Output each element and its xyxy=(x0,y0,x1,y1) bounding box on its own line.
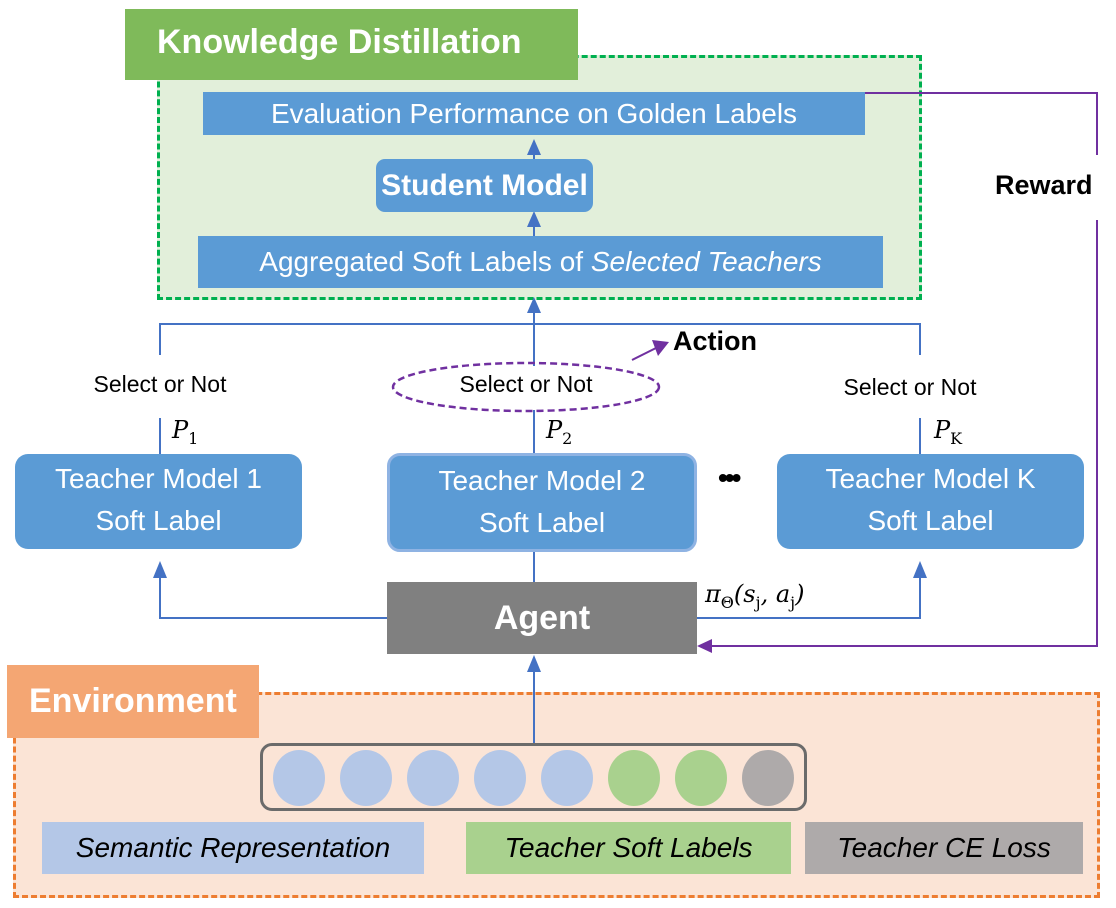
prob-base: P xyxy=(546,416,563,444)
arrowhead xyxy=(527,297,541,313)
state-dot-semantic xyxy=(273,750,325,806)
teacher-line2: Soft Label xyxy=(478,507,606,538)
prob-base: P xyxy=(934,416,951,444)
arrowhead xyxy=(527,655,541,672)
state-dot-ce-loss xyxy=(742,750,794,806)
select-or-not-1: Select or Not xyxy=(60,371,260,398)
prob-sub: 1 xyxy=(188,428,199,448)
state-vector-capsule xyxy=(260,743,807,811)
policy-theta: Θ xyxy=(720,592,734,612)
policy-close: ) xyxy=(795,580,805,608)
legend-teacher-ce-loss: Teacher CE Loss xyxy=(805,822,1083,874)
state-dot-soft-label xyxy=(675,750,727,806)
teacher-line2: Soft Label xyxy=(95,505,222,536)
aggregated-soft-labels-box: Aggregated Soft Labels of Selected Teach… xyxy=(198,236,883,288)
state-dot-semantic xyxy=(340,750,392,806)
teacher-line1: Teacher Model 1 xyxy=(54,463,262,494)
teacher-model-k-box: Teacher Model K Soft Label xyxy=(777,454,1084,549)
probability-pk: PK xyxy=(934,416,962,448)
arrowhead xyxy=(153,561,167,578)
policy-pi: π xyxy=(705,580,721,608)
prob-base: P xyxy=(172,416,189,444)
environment-title: Environment xyxy=(7,665,259,738)
reward-line-bottom xyxy=(712,220,1098,647)
reward-label: Reward xyxy=(995,170,1093,200)
action-arrowhead xyxy=(652,340,669,356)
probability-p1: P1 xyxy=(172,416,198,448)
arrowhead xyxy=(913,561,927,578)
student-model-box: Student Model xyxy=(376,159,593,212)
action-label: Action xyxy=(673,326,757,356)
probability-p2: P2 xyxy=(546,416,572,448)
agent-to-teacher1-line xyxy=(159,575,387,619)
policy-sub-j: j xyxy=(755,592,761,612)
policy-label: πΘ(sj, aj) xyxy=(705,580,804,612)
knowledge-distillation-title: Knowledge Distillation xyxy=(125,9,578,80)
aggregated-prefix: Aggregated Soft Labels of xyxy=(259,246,591,277)
policy-sub-j: j xyxy=(790,592,796,612)
agent-to-teacherk-line xyxy=(697,575,921,619)
select-or-not-2: Select or Not xyxy=(459,371,593,397)
teacher-model-1-box: Teacher Model 1 Soft Label xyxy=(15,454,302,549)
state-dot-semantic xyxy=(407,750,459,806)
reward-arrowhead xyxy=(697,639,712,653)
prob-sub: K xyxy=(950,428,963,448)
teacher-model-2-box: Teacher Model 2 Soft Label xyxy=(387,453,697,552)
teacher-line1: Teacher Model 2 xyxy=(438,465,646,496)
arrowhead xyxy=(527,139,541,155)
reward-line-top xyxy=(865,92,1098,155)
state-dot-semantic xyxy=(474,750,526,806)
prob-sub: 2 xyxy=(562,428,573,448)
policy-open: (s xyxy=(733,580,756,608)
teacher-line1: Teacher Model K xyxy=(825,463,1036,494)
select-or-not-k: Select or Not xyxy=(810,374,1010,401)
agent-box: Agent xyxy=(387,582,697,654)
aggregated-emphasis: Selected Teachers xyxy=(590,246,822,277)
legend-teacher-soft-labels: Teacher Soft Labels xyxy=(466,822,791,874)
evaluation-performance-box: Evaluation Performance on Golden Labels xyxy=(203,92,865,135)
selected-action-ellipse xyxy=(391,361,661,413)
selection-bus-line xyxy=(159,323,921,355)
legend-semantic-representation: Semantic Representation xyxy=(42,822,424,874)
arrowhead xyxy=(527,211,541,227)
ellipsis-icon: ••• xyxy=(718,462,741,493)
teacher-line2: Soft Label xyxy=(867,505,994,536)
state-dot-soft-label xyxy=(608,750,660,806)
policy-mid: , a xyxy=(760,580,791,608)
state-dot-semantic xyxy=(541,750,593,806)
